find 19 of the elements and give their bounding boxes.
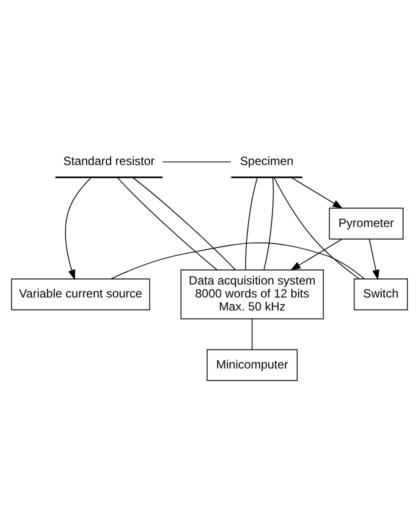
node-text: Specimen [240, 154, 294, 168]
node-text: Standard resistor [63, 154, 155, 168]
node-box: Minicomputer [206, 348, 298, 380]
arrow [290, 176, 343, 208]
arrow [368, 238, 380, 280]
node-box: Switch [354, 278, 408, 310]
connector [117, 176, 218, 270]
arrow [65, 176, 92, 280]
connector [132, 176, 236, 270]
node-box: Data acquisition system 8000 words of 12 bits Max. 50 kHz [180, 269, 324, 319]
connector [252, 318, 253, 350]
arrow [290, 238, 342, 270]
connector [274, 176, 360, 279]
node-box: Variable current source [11, 278, 150, 310]
node-box: Pyrometer [328, 207, 404, 239]
connector [264, 176, 274, 270]
connector [245, 176, 258, 270]
connector [162, 160, 232, 162]
connector [110, 242, 365, 279]
